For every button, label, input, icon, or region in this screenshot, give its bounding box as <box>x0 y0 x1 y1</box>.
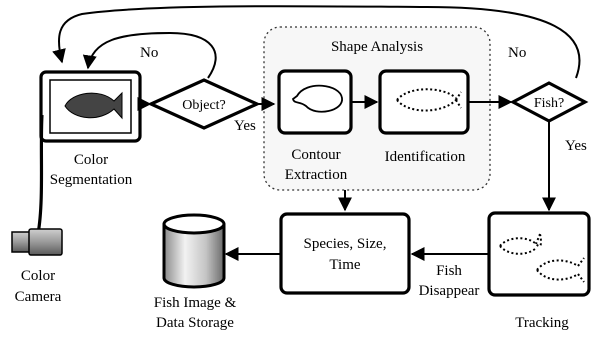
camera-icon <box>11 228 63 256</box>
object-decision-label: Object? <box>182 98 226 113</box>
fish-silhouette-icon <box>64 91 123 120</box>
species-size-time-label-1: Species, Size, <box>304 236 387 252</box>
database-cylinder-icon <box>162 213 226 289</box>
color-segmentation-label-2: Segmentation <box>50 172 133 188</box>
contour-extraction-box <box>277 69 353 135</box>
storage-label-2: Data Storage <box>156 315 234 331</box>
fish-disappear-label-2: Disappear <box>419 283 480 299</box>
identification-box <box>378 69 470 135</box>
tracking-box <box>487 211 591 297</box>
fish-yes-label: Yes <box>565 138 587 154</box>
shape-analysis-title: Shape Analysis <box>331 39 423 55</box>
camera-label-2: Camera <box>15 289 62 305</box>
tracking-label: Tracking <box>515 315 569 331</box>
species-size-time-label-2: Time <box>329 257 360 273</box>
object-yes-label: Yes <box>234 118 256 134</box>
color-segmentation-box <box>39 70 142 143</box>
storage-label-1: Fish Image & <box>154 295 237 311</box>
color-segmentation-label-1: Color <box>74 152 108 168</box>
fish-decision-diamond <box>509 81 589 123</box>
fish-no-label: No <box>508 45 526 61</box>
contour-extraction-label-1: Contour <box>291 147 340 163</box>
object-no-label: No <box>140 45 158 61</box>
fish-no-loop-arrow <box>52 5 581 79</box>
camera-label-1: Color <box>21 268 55 284</box>
fish-disappear-label-1: Fish <box>436 263 462 279</box>
fish-decision-label: Fish? <box>534 96 564 111</box>
object-no-loop-arrow <box>82 31 217 79</box>
species-size-time-box <box>279 212 411 295</box>
identification-label: Identification <box>385 149 466 165</box>
camera-cable <box>36 114 44 235</box>
contour-extraction-label-2: Extraction <box>285 167 348 183</box>
